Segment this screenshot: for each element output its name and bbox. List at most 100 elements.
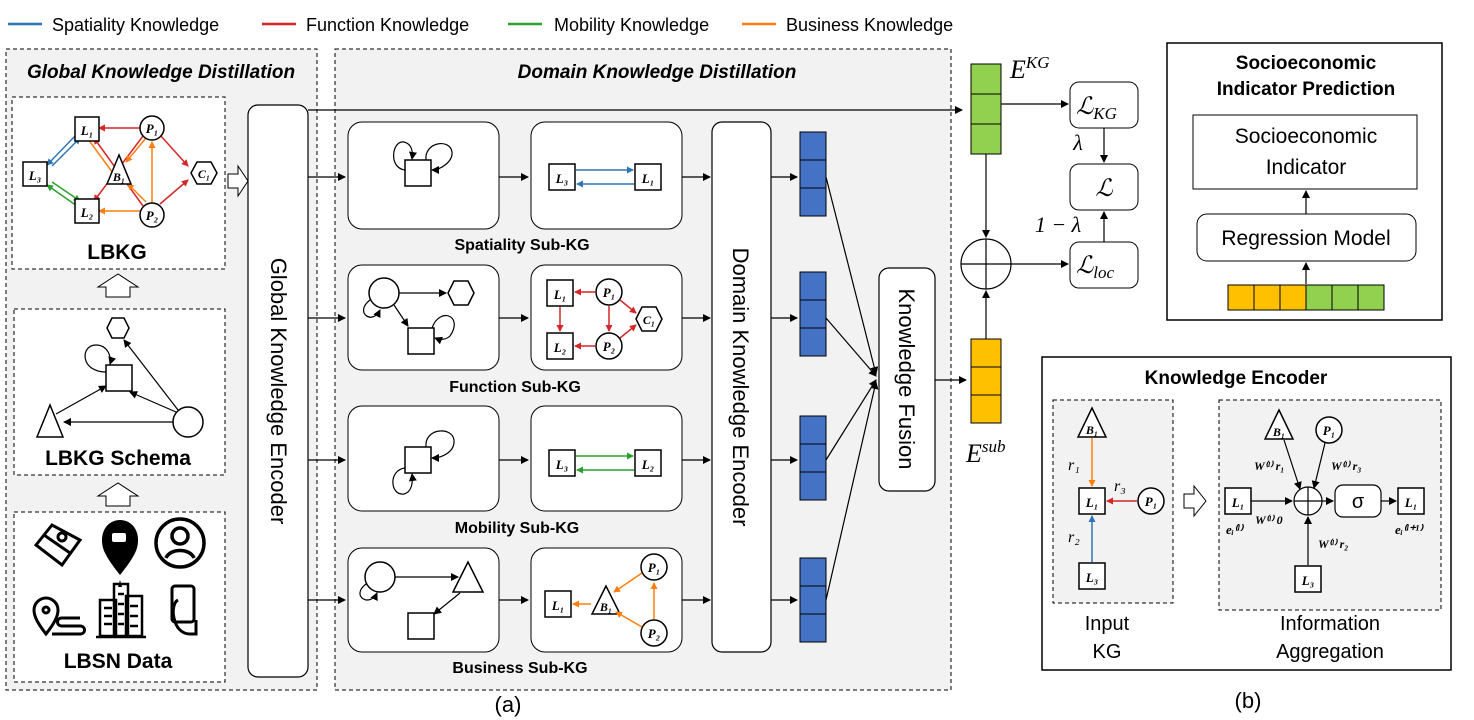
caption-b: (b) xyxy=(1235,688,1262,713)
schema-label: LBKG Schema xyxy=(45,447,191,470)
schema-self-loop xyxy=(84,344,117,373)
node-B1-label: B₁ xyxy=(1272,425,1285,439)
edge xyxy=(55,385,107,415)
aggregation-line2: Aggregation xyxy=(1276,641,1384,663)
function-embedding xyxy=(799,271,827,357)
arrow xyxy=(825,176,879,375)
node-P2-label: P₂ xyxy=(146,208,158,223)
node-P1 xyxy=(1315,416,1343,444)
edge xyxy=(51,181,81,202)
node-L1 xyxy=(544,590,572,618)
node-L1-output-label: L₁ xyxy=(1404,495,1417,510)
domain-distillation-panel: Domain Knowledge Distillation xyxy=(308,48,952,691)
self-loop xyxy=(359,583,378,602)
esub-embedding xyxy=(970,338,1002,424)
route-icon xyxy=(32,596,86,637)
circle-node xyxy=(368,277,400,309)
combined-embedding xyxy=(1227,284,1385,311)
esub-label: Esub xyxy=(965,437,1006,468)
square-node xyxy=(407,612,435,640)
edge xyxy=(125,137,147,163)
node-L3 xyxy=(1294,565,1322,593)
node-P2-label: P₂ xyxy=(603,339,615,354)
node-L1-label: L₁ xyxy=(1231,495,1244,510)
mobility-embedding xyxy=(799,415,827,501)
node-L3 xyxy=(1078,562,1106,590)
business-subkg-graph: L₁ B₁ P₁ P₂ xyxy=(544,553,668,647)
edge xyxy=(129,391,177,413)
node-L3 xyxy=(22,161,48,187)
function-subkg-graph: L₁ L₂ P₁ P₂ C₁ xyxy=(546,278,663,360)
global-panel-title: Global Knowledge Distillation xyxy=(27,62,295,83)
business-embedding xyxy=(799,557,827,643)
global-encoder-label: Global Knowledge Encoder xyxy=(266,258,291,525)
node-L2 xyxy=(546,332,574,360)
hexagon-node xyxy=(447,280,475,306)
legend-item-mobility: Mobility Knowledge xyxy=(508,15,709,35)
node-P1 xyxy=(139,115,165,141)
edge xyxy=(393,304,409,327)
block-arrow-right xyxy=(227,164,249,198)
node-L3-label: L₃ xyxy=(28,168,41,183)
edge xyxy=(619,299,637,314)
edge xyxy=(159,134,189,167)
node-L3-label: L₃ xyxy=(1301,573,1314,588)
edge xyxy=(159,179,189,205)
arrow xyxy=(1283,439,1302,490)
loss-area: EKG Esub ℒKG ℒ ℒloc λ 1 − λ xyxy=(308,53,1139,468)
one-minus-lambda-label: 1 − λ xyxy=(1035,212,1081,237)
node-P1-label: P₁ xyxy=(603,285,615,300)
location-pin-icon xyxy=(102,520,138,587)
circle-node xyxy=(364,561,396,593)
square-node xyxy=(404,159,432,187)
indicator-line2: Indicator xyxy=(1266,156,1347,179)
node-B1-label: B₁ xyxy=(112,170,125,184)
weight-r2-label: W⁽ˡ⁾ r₂ xyxy=(1318,537,1348,551)
node-L1-label: L₁ xyxy=(641,171,654,186)
node-P2 xyxy=(595,332,623,360)
knowledge-fusion-label: Knowledge Fusion xyxy=(894,288,919,469)
self-loop xyxy=(425,430,455,462)
node-L1 xyxy=(74,116,100,142)
node-L2-label: L₂ xyxy=(641,457,654,472)
node-L3-label: L₃ xyxy=(1085,570,1098,585)
node-L1-label: L₁ xyxy=(80,123,93,138)
user-icon xyxy=(154,517,206,569)
node-P1 xyxy=(1137,487,1165,515)
edge xyxy=(51,137,81,167)
relation-r2-label: r₂ xyxy=(1068,529,1080,546)
node-L2-label: L₂ xyxy=(553,340,566,355)
legend-item-business: Business Knowledge xyxy=(742,15,953,35)
node-B1 xyxy=(105,153,133,185)
legend-item-function: Function Knowledge xyxy=(262,15,469,35)
socioeconomic-panel: Socioeconomic Indicator Prediction Socio… xyxy=(1166,42,1443,321)
triangle-node xyxy=(451,560,485,593)
edge xyxy=(615,611,643,628)
ekg-embedding xyxy=(970,63,1002,155)
node-P2 xyxy=(640,619,668,647)
node-L2-label: L₂ xyxy=(80,205,93,220)
node-P1-label: P₁ xyxy=(1145,494,1157,509)
loss-loc-label: ℒloc xyxy=(1076,253,1115,282)
schema-hexagon-node xyxy=(106,317,130,339)
legend-label-function: Function Knowledge xyxy=(306,15,469,35)
node-L1 xyxy=(634,163,662,191)
domain-encoder-label: Domain Knowledge Encoder xyxy=(728,248,753,527)
node-P1-label: P₁ xyxy=(146,121,158,136)
node-B1 xyxy=(1076,406,1108,438)
mobility-schema-graph xyxy=(392,430,455,495)
self-loop xyxy=(431,315,455,345)
edge xyxy=(46,133,78,166)
input-kg-line1: Input xyxy=(1085,613,1130,635)
node-L1-output xyxy=(1397,487,1425,515)
lambda-label: λ xyxy=(1072,130,1083,155)
lbkg-graph: L₁ L₂ L₃ P₁ P₂ B₁ C₁ xyxy=(22,115,218,228)
edge xyxy=(613,572,643,593)
node-L1 xyxy=(546,279,574,307)
spatiality-embedding xyxy=(799,131,827,217)
node-C1 xyxy=(635,306,663,332)
indicator-line1: Socioeconomic xyxy=(1235,125,1377,148)
schema-graph xyxy=(35,317,204,438)
indicator-box xyxy=(1192,114,1418,190)
node-L2 xyxy=(74,198,100,224)
